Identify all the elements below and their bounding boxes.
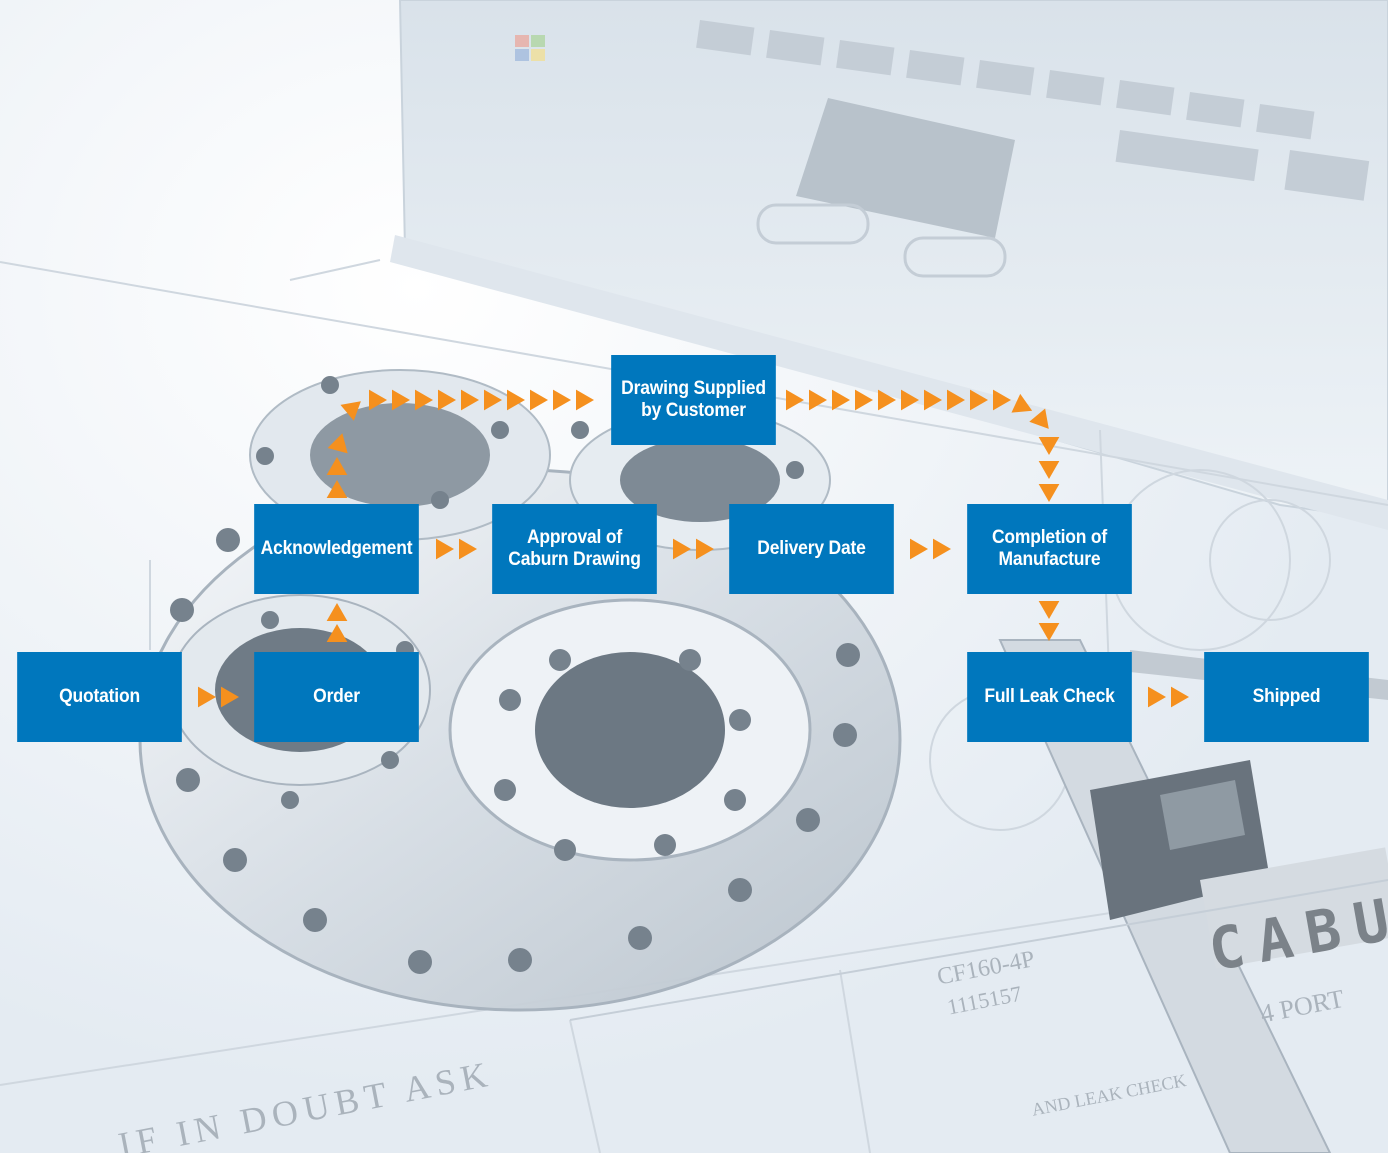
arrow-chevron [673, 538, 691, 560]
arrow-chevron [392, 389, 410, 411]
arrow-chevron [415, 389, 433, 411]
arrow-chevron [901, 389, 919, 411]
step-leak-check: Full Leak Check [967, 652, 1132, 742]
arrow-chevron [1029, 408, 1049, 429]
arrow-chevron [1148, 686, 1166, 708]
arrow-chevron [809, 389, 827, 411]
arrow-chevron [1171, 686, 1189, 708]
arrow-chevron [696, 538, 714, 560]
laptop-photo [390, 0, 1388, 530]
arrow-chevron [326, 603, 348, 621]
step-quotation: Quotation [17, 652, 182, 742]
arrow-chevron [993, 389, 1011, 411]
arrow-chevron [1038, 623, 1060, 641]
arrow-chevron [484, 389, 502, 411]
arrow-chevron [1038, 461, 1060, 479]
arrow-chevron [326, 624, 348, 642]
arrow-chevron [327, 433, 348, 454]
flange-photo [138, 369, 902, 1012]
arrow-chevron [855, 389, 873, 411]
arrow-chevron [340, 401, 361, 421]
arrow-chevron [369, 389, 387, 411]
arrow-chevron [1038, 437, 1060, 455]
arrow-chevron [530, 389, 548, 411]
arrow-chevron [438, 389, 456, 411]
arrow-chevron [878, 389, 896, 411]
arrow-chevron [1038, 484, 1060, 502]
arrow-chevron [910, 538, 928, 560]
arrow-chevron [461, 389, 479, 411]
step-approval: Approval of Caburn Drawing [492, 504, 657, 594]
title-block [569, 847, 1388, 1021]
arrow-chevron [924, 389, 942, 411]
step-completion: Completion of Manufacture [967, 504, 1132, 594]
arrow-chevron [198, 686, 216, 708]
arrow-chevron [1038, 601, 1060, 619]
step-drawing-supplied: Drawing Supplied by Customer [611, 355, 776, 445]
arrow-chevron [507, 389, 525, 411]
step-shipped: Shipped [1204, 652, 1369, 742]
arrow-chevron [933, 538, 951, 560]
step-acknowledgement: Acknowledgement [254, 504, 419, 594]
arrow-chevron [832, 389, 850, 411]
arrow-chevron [553, 389, 571, 411]
arrow-chevron [1011, 393, 1033, 413]
step-delivery-date: Delivery Date [729, 504, 894, 594]
step-order: Order [254, 652, 419, 742]
arrow-chevron [576, 389, 594, 411]
arrow-chevron [970, 389, 988, 411]
arrow-chevron [947, 389, 965, 411]
arrow-chevron [459, 538, 477, 560]
arrow-chevron [326, 480, 348, 498]
arrow-chevron [436, 538, 454, 560]
arrow-chevron [326, 457, 348, 475]
arrow-chevron [221, 686, 239, 708]
arrow-chevron [786, 389, 804, 411]
